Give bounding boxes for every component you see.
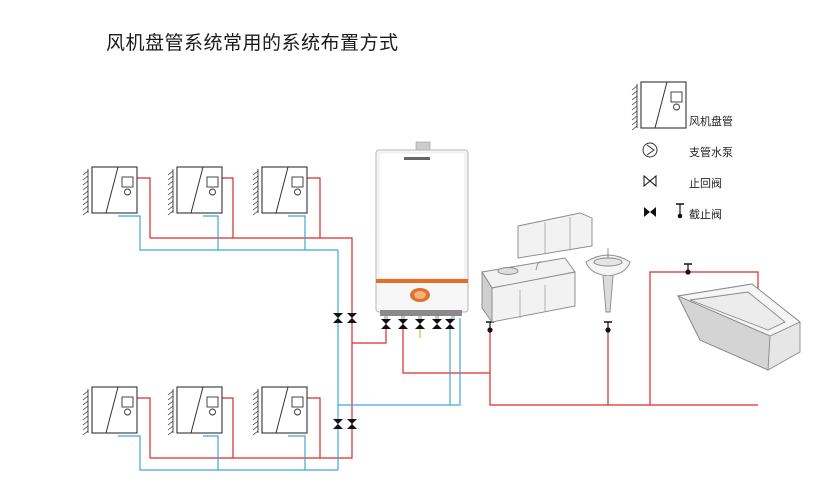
riser-valves [333, 313, 357, 429]
bathtub-illustration [676, 283, 801, 371]
fan-coil-unit-top-3 [252, 166, 308, 216]
legend-label-branch-pump: 支管水泵 [689, 146, 733, 159]
fan-coil-unit-bottom-1 [82, 386, 138, 436]
wall-hung-boiler [375, 141, 469, 320]
legend-check-valve-symbol [643, 174, 657, 188]
fan-coil-unit-bottom-2 [167, 386, 223, 436]
legend [631, 81, 687, 219]
legend-pump-symbol [642, 142, 658, 158]
fan-coil-unit-top-1 [82, 166, 138, 216]
legend-label-fan-coil: 风机盘管 [689, 115, 733, 128]
fan-coil-unit-top-2 [167, 166, 223, 216]
supply-pipes [123, 177, 759, 459]
boiler-valves [381, 319, 455, 329]
return-pipes [118, 215, 461, 471]
kitchen-sink-illustration [481, 212, 593, 324]
diagram-title: 风机盘管系统常用的系统布置方式 [106, 32, 399, 54]
legend-label-check-valve: 止回阀 [689, 177, 722, 190]
washbasin-illustration [585, 248, 631, 313]
fan-coil-unit-bottom-3 [252, 386, 308, 436]
legend-label-stop-valve: 截止阀 [689, 208, 722, 221]
legend-stop-valve-symbol [644, 203, 684, 219]
legend-fan-coil-symbol [631, 81, 687, 131]
